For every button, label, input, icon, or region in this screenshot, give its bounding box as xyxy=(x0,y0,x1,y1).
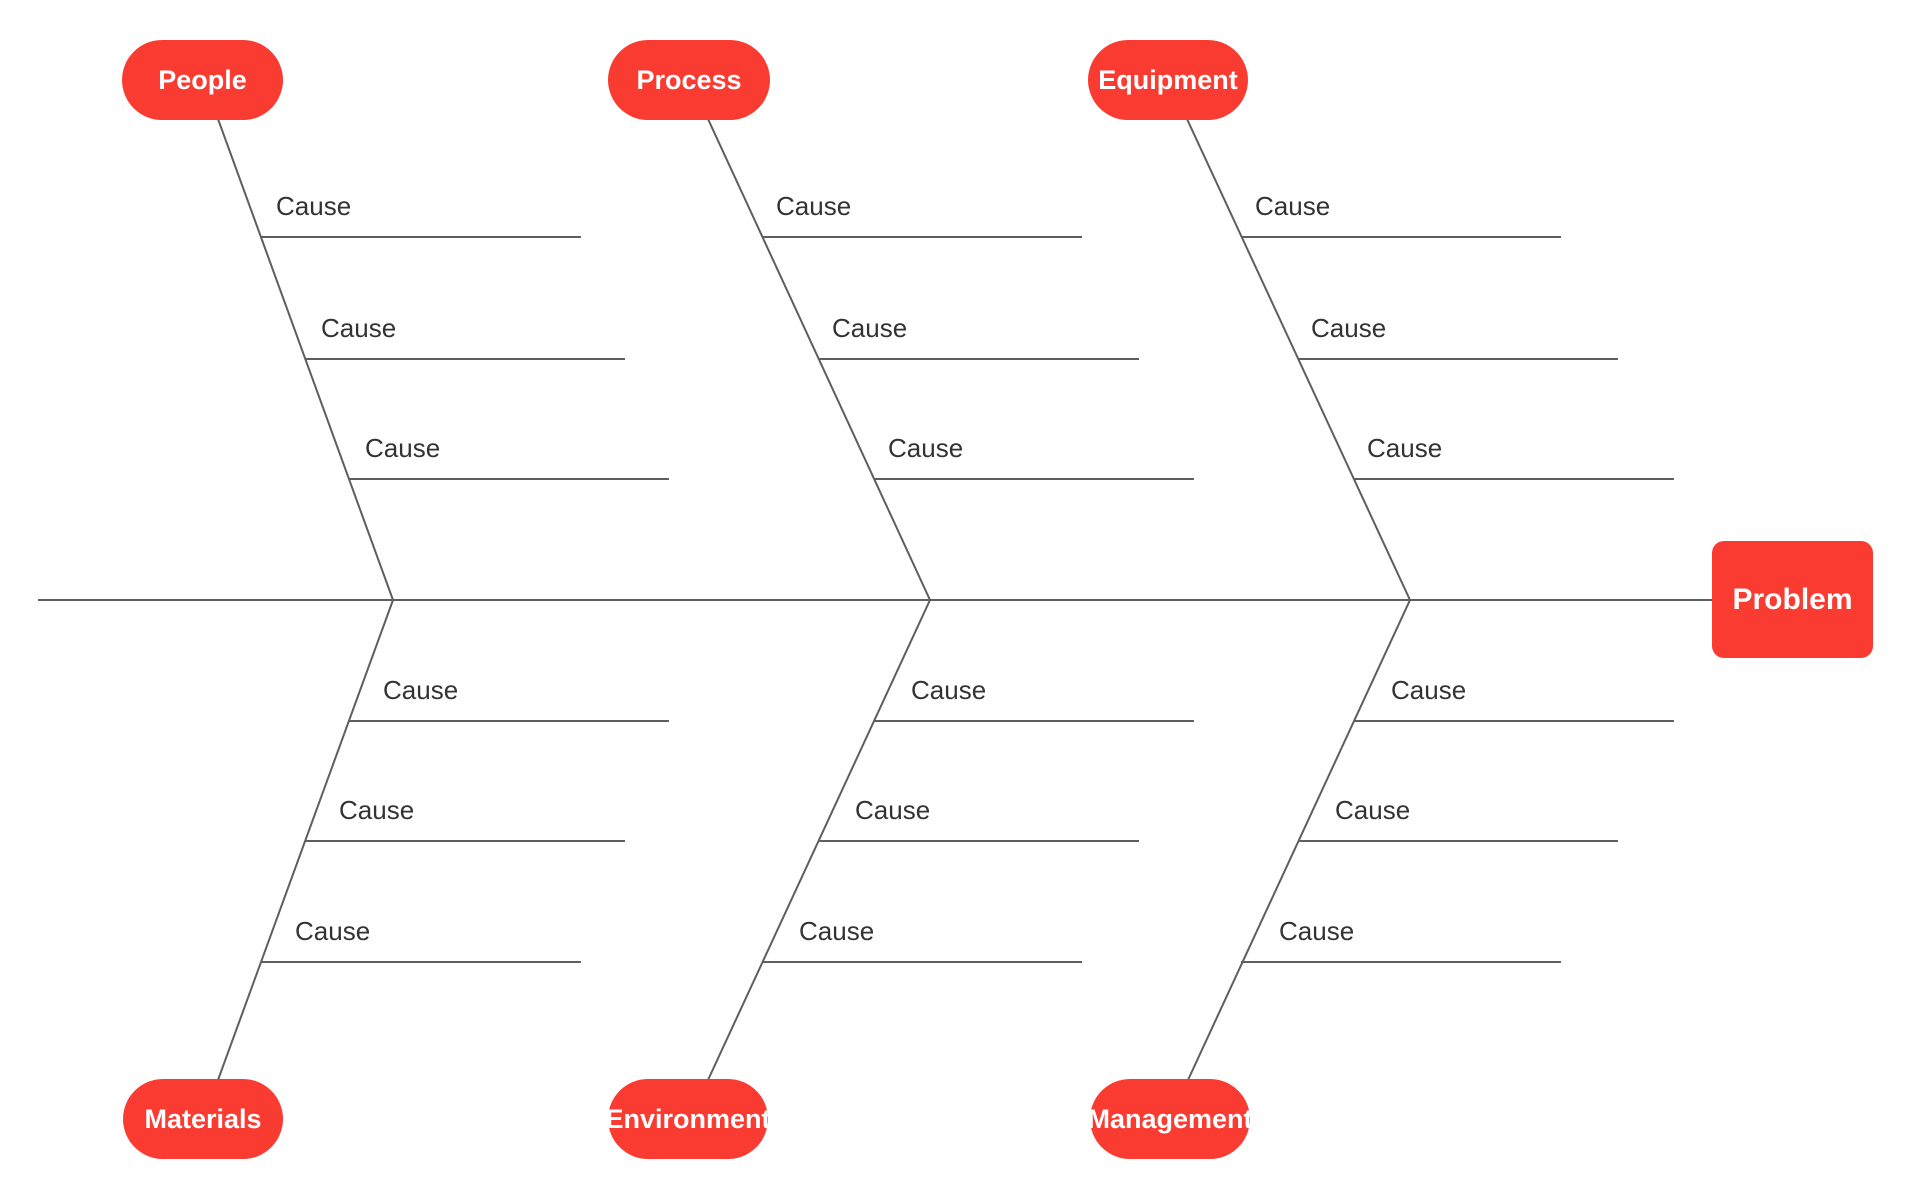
cause-label: Cause xyxy=(383,675,459,705)
cause-line xyxy=(762,236,1082,238)
category-label: Equipment xyxy=(1098,64,1238,95)
cause-label: Cause xyxy=(276,191,352,221)
category-label: Management xyxy=(1087,1103,1253,1134)
category-label: Process xyxy=(636,64,742,95)
problem-node[interactable]: Problem xyxy=(1712,541,1873,658)
category-node-management[interactable]: Management xyxy=(1087,1079,1253,1159)
cause-line xyxy=(349,720,669,722)
category-node-environment[interactable]: Environment xyxy=(605,1079,771,1159)
cause-label: Cause xyxy=(911,675,987,705)
cause-label: Cause xyxy=(1335,795,1411,825)
cause-label: Cause xyxy=(799,916,875,946)
cause-line xyxy=(261,236,581,238)
cause-label: Cause xyxy=(295,916,371,946)
cause-line xyxy=(349,478,669,480)
cause-label: Cause xyxy=(1279,916,1355,946)
cause-label: Cause xyxy=(1255,191,1331,221)
category-label: Materials xyxy=(144,1103,262,1134)
category-node-process[interactable]: Process xyxy=(608,40,770,120)
cause-line xyxy=(1354,720,1674,722)
cause-line xyxy=(305,840,625,842)
category-label: Environment xyxy=(605,1103,771,1134)
cause-label: Cause xyxy=(832,313,908,343)
problem-label: Problem xyxy=(1732,582,1853,616)
category-node-materials[interactable]: Materials xyxy=(123,1079,283,1159)
cause-line xyxy=(762,961,1082,963)
cause-label: Cause xyxy=(1311,313,1387,343)
cause-label: Cause xyxy=(776,191,852,221)
category-label: People xyxy=(158,64,247,95)
cause-line xyxy=(261,961,581,963)
cause-label: Cause xyxy=(365,433,441,463)
cause-label: Cause xyxy=(1391,675,1467,705)
cause-line xyxy=(874,478,1194,480)
cause-line xyxy=(1298,840,1618,842)
cause-label: Cause xyxy=(855,795,931,825)
cause-line xyxy=(819,840,1139,842)
cause-label: Cause xyxy=(888,433,964,463)
category-node-equipment[interactable]: Equipment xyxy=(1088,40,1248,120)
cause-line xyxy=(874,720,1194,722)
cause-line xyxy=(1298,358,1618,360)
cause-label: Cause xyxy=(321,313,397,343)
cause-line xyxy=(1241,236,1561,238)
cause-label: Cause xyxy=(339,795,415,825)
cause-line xyxy=(305,358,625,360)
cause-label: Cause xyxy=(1367,433,1443,463)
category-node-people[interactable]: People xyxy=(122,40,283,120)
cause-line xyxy=(819,358,1139,360)
cause-line xyxy=(1241,961,1561,963)
cause-line xyxy=(1354,478,1674,480)
